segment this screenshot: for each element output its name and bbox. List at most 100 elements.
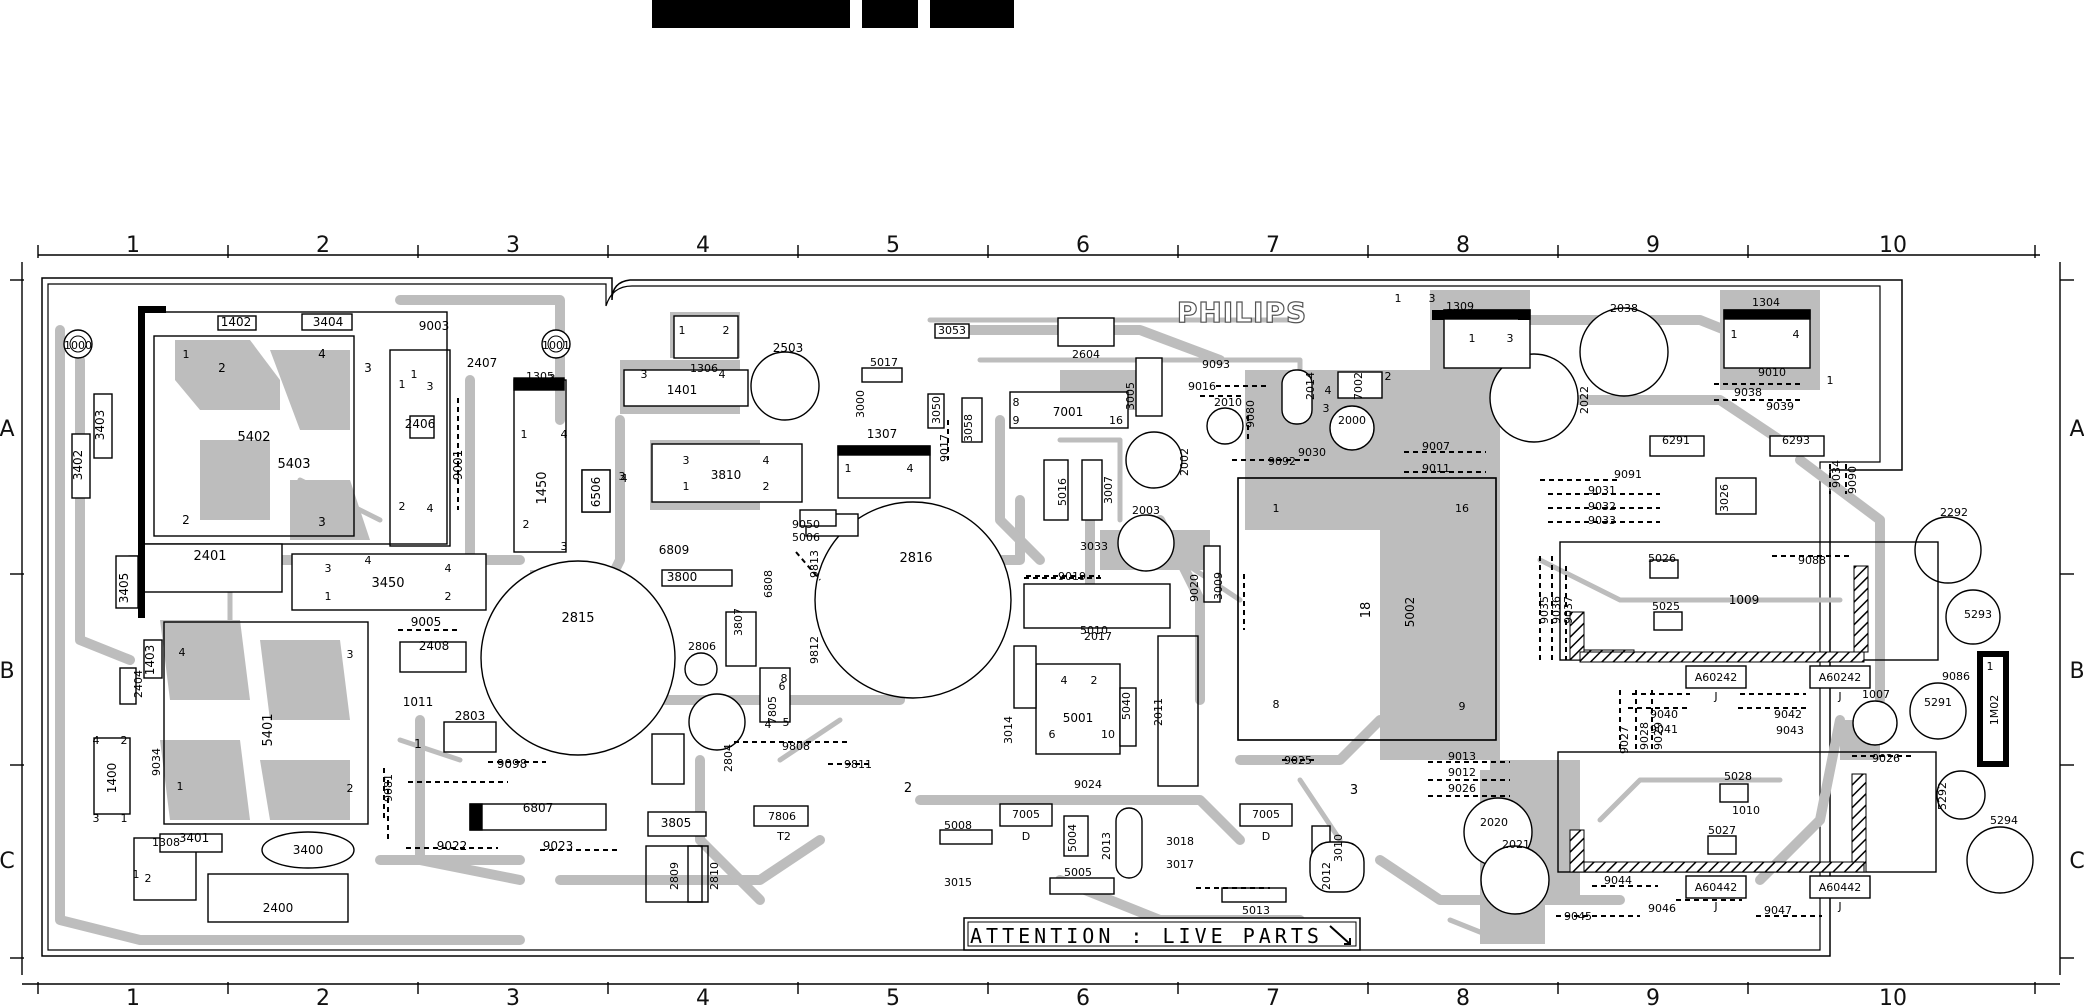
label-c3403: 3403	[93, 410, 107, 441]
col-label-bottom-3: 3	[506, 986, 520, 1006]
capacitor-2804	[688, 693, 746, 751]
label-c9036: 9036	[1550, 596, 1563, 624]
header-block-3	[930, 0, 1014, 28]
label-c3405: 3405	[117, 573, 131, 604]
pin-label-4: 2	[182, 513, 190, 527]
label-c3014: 3014	[1002, 716, 1015, 744]
label-c9030: 9030	[1298, 446, 1326, 459]
label-c7005b: 7005	[1252, 808, 1280, 821]
label-c3009: 3009	[1212, 572, 1225, 600]
label-c1009: 1009	[1729, 593, 1760, 607]
label-c6506: 6506	[589, 477, 603, 508]
label-c9091: 9091	[1614, 468, 1642, 481]
label-c5040: 5040	[1120, 692, 1133, 720]
label-c3005: 3005	[1124, 382, 1137, 410]
pin-label-73: 4	[93, 734, 100, 747]
label-c3807: 3807	[732, 608, 745, 636]
label-c9023: 9023	[543, 839, 574, 853]
label-c3026: 3026	[1718, 484, 1731, 512]
label-c2012: 2012	[1320, 862, 1333, 890]
pin-label-14: 2	[445, 590, 452, 603]
label-c5293: 5293	[1964, 608, 1992, 621]
row-label-left-c: C	[0, 849, 15, 874]
label-c9022: 9022	[437, 839, 468, 853]
label-c5004: 5004	[1066, 824, 1079, 852]
pin-label-28: 3	[641, 368, 648, 381]
label-c9050: 9050	[792, 518, 820, 531]
label-c2804: 2804	[722, 744, 735, 772]
label-c9016: 9016	[1188, 380, 1216, 393]
pin-label-6: 1	[399, 378, 406, 391]
label-c9017: 9017	[938, 434, 951, 462]
col-label-top-6: 6	[1076, 233, 1090, 258]
label-a60242a: A60242	[1695, 671, 1738, 684]
label-c5001: 5001	[1063, 711, 1094, 725]
live-parts-warning: ATTENTION : LIVE PARTS	[963, 917, 1361, 951]
label-c3404: 3404	[313, 315, 344, 329]
pin-label-34: 1	[845, 462, 852, 475]
label-c3015: 3015	[944, 876, 972, 889]
col-label-top-10: 10	[1879, 233, 1907, 258]
pin-label-18: 2	[347, 782, 354, 795]
pin-label-26: 1	[679, 324, 686, 337]
label-c7001: 7001	[1053, 405, 1084, 419]
label-c5016: 5016	[1056, 478, 1069, 506]
label-c3800: 3800	[667, 570, 698, 584]
pin-label-29: 4	[719, 368, 726, 381]
label-c2406: 2406	[405, 417, 436, 431]
pin-label-72: 2	[145, 872, 152, 885]
capacitor-2806	[684, 652, 718, 686]
pin-label-19: 1	[414, 737, 422, 751]
label-c9034: 9034	[150, 748, 163, 776]
component-outlines	[71, 309, 2009, 923]
label-c5010: 5010	[1080, 624, 1108, 637]
pin-label-39: 5	[783, 716, 790, 729]
label-c9012: 9012	[1448, 766, 1476, 779]
pin-label-46: 3	[1507, 332, 1514, 345]
label-c9026b: 9026	[1448, 782, 1476, 795]
label-c2010: 2010	[1214, 396, 1242, 409]
label-c9046: 9046	[1648, 902, 1676, 915]
label-c3050: 3050	[930, 396, 943, 424]
pin-label-65: D	[1022, 830, 1030, 843]
label-c9088: 9088	[1798, 554, 1826, 567]
pin-label-59: 9	[1013, 414, 1020, 427]
label-c3053: 3053	[938, 324, 966, 337]
pin-label-11: 4	[365, 554, 372, 567]
label-c7005a: 7005	[1012, 808, 1040, 821]
label-c9044: 9044	[1604, 874, 1632, 887]
label-c5402: 5402	[237, 430, 270, 445]
label-c5292: 5292	[1936, 782, 1949, 810]
col-label-bottom-1: 1	[126, 986, 140, 1006]
label-c2503: 2503	[773, 341, 804, 355]
label-c9812: 9812	[808, 636, 821, 664]
label-c5403: 5403	[277, 457, 310, 472]
label-a60442b: A60442	[1819, 881, 1862, 894]
pin-label-40: 2	[904, 781, 912, 796]
label-c9081: 9081	[382, 774, 395, 802]
pin-label-58: 8	[1013, 396, 1020, 409]
label-c9025: 9025	[1284, 754, 1312, 767]
label-c2404: 2404	[132, 670, 145, 698]
pin-label-52: 8	[1273, 698, 1280, 711]
pin-label-15: 4	[179, 646, 186, 659]
label-c9038: 9038	[1734, 386, 1762, 399]
transformer-5002	[1237, 477, 1497, 741]
pin-label-53: 1	[1273, 502, 1280, 515]
col-label-top-4: 4	[696, 233, 710, 258]
pin-label-20: 1	[521, 428, 528, 441]
label-c9020: 9020	[1188, 574, 1201, 602]
label-c5002: 5002	[1403, 597, 1417, 628]
label-c2022: 2022	[1578, 386, 1591, 414]
pin-label-38: 8	[781, 672, 788, 685]
col-label-top-2: 2	[316, 233, 330, 258]
pin-label-68: J	[1837, 690, 1841, 703]
label-c6809: 6809	[659, 543, 690, 557]
pin-label-25: 4	[621, 472, 628, 485]
label-c9011: 9011	[1422, 462, 1450, 475]
label-c2407: 2407	[467, 356, 498, 370]
label-c1305: 1305	[526, 370, 554, 383]
label-c2810: 2810	[708, 862, 721, 890]
pin-label-54: 4	[1061, 674, 1068, 687]
col-label-bottom-9: 9	[1646, 986, 1660, 1006]
